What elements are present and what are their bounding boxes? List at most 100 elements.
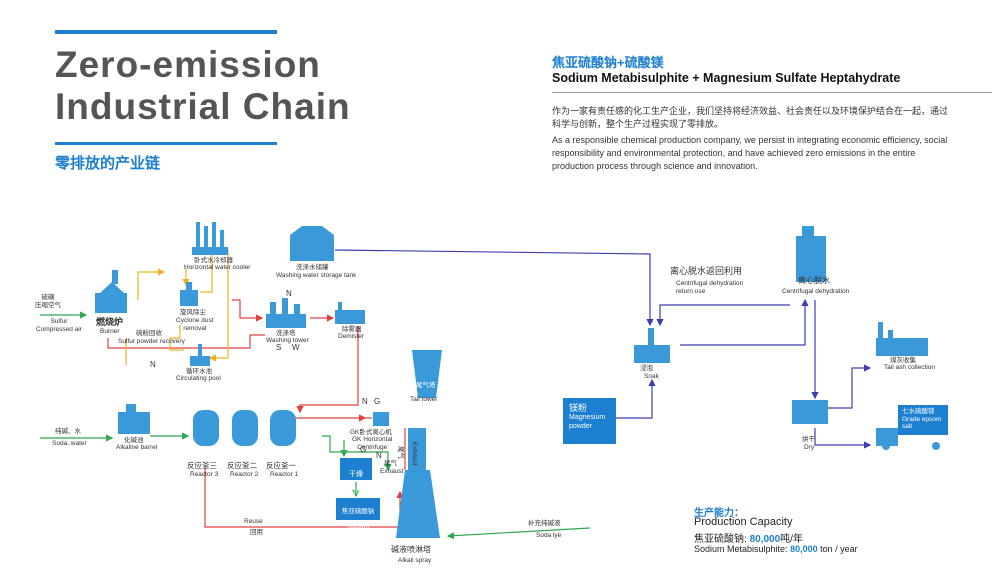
cyclone-label-cn: 旋风除尘: [180, 309, 206, 316]
dry-label-en: Dry: [350, 489, 362, 496]
exhaust-label-en: Exhaust: [380, 468, 404, 475]
reactor-2-graphic: [232, 410, 258, 446]
product-title-en: Sodium Metabisulphite + Magnesium Sulfat…: [552, 71, 901, 85]
tail-tower-graphic: [412, 350, 442, 398]
tail-label-en: Tail tower: [410, 396, 438, 403]
dry-box: 干燥 Dry: [340, 458, 372, 496]
centrifuge-label-en: GK Horizontal Centrifuge: [352, 436, 393, 451]
dehydration-label-en: Centrifugal dehydration: [782, 288, 850, 295]
epsom-salt-box: 七水硫酸镁 Grade epsom salt: [898, 405, 948, 435]
reuse-label-cn: 回用: [250, 529, 263, 536]
dry-label-cn: 干燥: [349, 471, 363, 478]
soak-label-en: Soak: [644, 373, 659, 380]
reuse-label-en: Reuse: [244, 518, 263, 525]
salt-label-cn: 七水硫酸镁: [902, 408, 935, 415]
water-cooler-graphic: [192, 222, 228, 255]
demister-label-cn: 除雾器: [342, 326, 362, 333]
reactor-2-label-cn: 反应釜二: [227, 461, 257, 470]
product-box: 焦亚硫酸钠 Sodium metabisulphite: [336, 498, 380, 537]
reactor-3-graphic: [193, 410, 219, 446]
capacity-line-en: Sodium Metabisulphite: 80,000 ton / year: [694, 544, 858, 554]
sulfur-label-en: Sulfur Compressed air: [36, 318, 82, 333]
letter-g1: G: [374, 397, 381, 406]
letter-g2: G: [360, 445, 367, 454]
cyclone-graphic: [180, 282, 198, 306]
capacity-line-cn-prefix: 焦亚硫酸钠:: [694, 534, 750, 545]
capacity-line-en-prefix: Sodium Metabisulphite:: [694, 544, 791, 554]
pool-label-en: Circulating pool: [176, 375, 221, 382]
letter-n3: N: [362, 397, 368, 406]
capacity-line-cn-value: 80,000: [749, 534, 781, 545]
magnesium-box: 镁粉 Magnesium powder: [563, 398, 616, 444]
storage-label-en: Washing water storage tank: [276, 272, 357, 279]
spray-label-en: Alkali spray: [398, 557, 432, 564]
capacity-line-cn-unit: 吨/年: [780, 534, 803, 545]
magnesium-label-en: Magnesium powder: [569, 414, 606, 430]
burner-label-cn: 燃烧炉: [96, 317, 124, 327]
product-label-cn: 焦亚硫酸钠: [341, 507, 375, 515]
reactor-3-label-cn: 反应釜三: [187, 461, 217, 470]
pool-label-cn: 循环水池: [186, 368, 212, 375]
soak-graphic: [634, 328, 670, 363]
page-title: Zero-emission Industrial Chain: [55, 44, 351, 127]
ash-label-cn: 煤灰收集: [890, 357, 916, 364]
capacity-line-cn: 焦亚硫酸钠: 80,000吨/年: [694, 530, 803, 545]
storage-label-cn: 洗涤水储罐: [296, 264, 329, 271]
dehydration-label-cn: 离心脱水: [798, 276, 830, 285]
lye-label-en: Soda lye: [536, 532, 562, 539]
drying-label-cn: 烘干: [802, 436, 815, 443]
soda-label-en: Soda, water: [52, 440, 87, 447]
description-cn: 作为一家有责任感的化工生产企业，我们坚持将经济效益、社会责任以及环境保护结合在一…: [552, 106, 949, 129]
circulating-pool-graphic: [190, 344, 210, 366]
centrifuge-label-cn: GK卧式离心机: [350, 429, 392, 436]
letter-s: S: [276, 343, 282, 352]
description-en: As a responsible chemical production com…: [552, 135, 948, 171]
capacity-label-en: Production Capacity: [694, 516, 793, 528]
return-label-cn: 离心脱水返回利用: [670, 266, 743, 276]
reactor-2-label-en: Reactor 2: [230, 471, 259, 478]
drying-graphic: [792, 400, 828, 424]
blue-flow-lines: [334, 249, 872, 449]
centrifuge-graphic: [373, 412, 389, 426]
title-bottom-rule: [55, 142, 277, 145]
alk-label-cn: 化碱池: [124, 437, 144, 444]
alkaline-barrel-graphic: [118, 404, 150, 434]
title-top-rule: [55, 30, 277, 34]
magnesium-label-cn: 镁粉: [569, 403, 588, 413]
capacity-line-en-unit: ton / year: [817, 544, 858, 554]
spray-label-cn: 碱液喷淋塔: [391, 545, 431, 554]
recovery-label-cn: 硫粉回收: [136, 330, 162, 337]
green-flow-lines: [40, 311, 591, 540]
letter-n4: N: [376, 451, 382, 460]
product-rule: [552, 92, 992, 93]
exhaust-vertical-cn: 尾气: [397, 446, 404, 459]
soak-label-cn: 浸泡: [640, 365, 653, 372]
exhaust-vertical-en: Exhaust: [411, 442, 418, 466]
sulfur-label-cn: 硫磺 压缩空气: [35, 294, 61, 309]
exhaust-label-cn: 尾气: [384, 460, 397, 467]
storage-tank-graphic: [290, 226, 334, 261]
return-label-en: Centrifugal dehydration return use: [676, 280, 744, 295]
demister-label-en: Demister: [338, 333, 365, 340]
salt-label-en: Grade epsom salt: [902, 415, 942, 431]
ash-label-en: Tail ash collection: [884, 364, 935, 371]
letter-w: W: [292, 343, 300, 352]
wash-label-en: Washing tower: [266, 337, 309, 344]
ash-factory-graphic: [876, 322, 928, 356]
reactor-1-label-en: Reactor 1: [270, 471, 299, 478]
drying-label-en: Dry: [804, 444, 815, 451]
burner-graphic: [95, 270, 127, 313]
recovery-label-en: Sulfur powder recovery: [118, 338, 185, 345]
dehydration-building-graphic: [796, 226, 826, 282]
alk-label-en: Alkaline barrel: [116, 444, 158, 451]
reactor-1-label-cn: 反应釜一: [266, 461, 296, 470]
burner-label-en: Burner: [100, 328, 120, 335]
page-subtitle: 零排放的产业链: [55, 155, 161, 172]
truck-graphic: [876, 428, 940, 450]
letter-n2: N: [286, 289, 292, 298]
cooler-label-cn: 卧式水冷却器: [194, 257, 233, 264]
soda-label-cn: 纯碱、水: [55, 428, 81, 435]
product-title-cn: 焦亚硫酸钠+硫酸镁: [552, 55, 664, 70]
wash-label-cn: 洗涤塔: [276, 330, 296, 337]
